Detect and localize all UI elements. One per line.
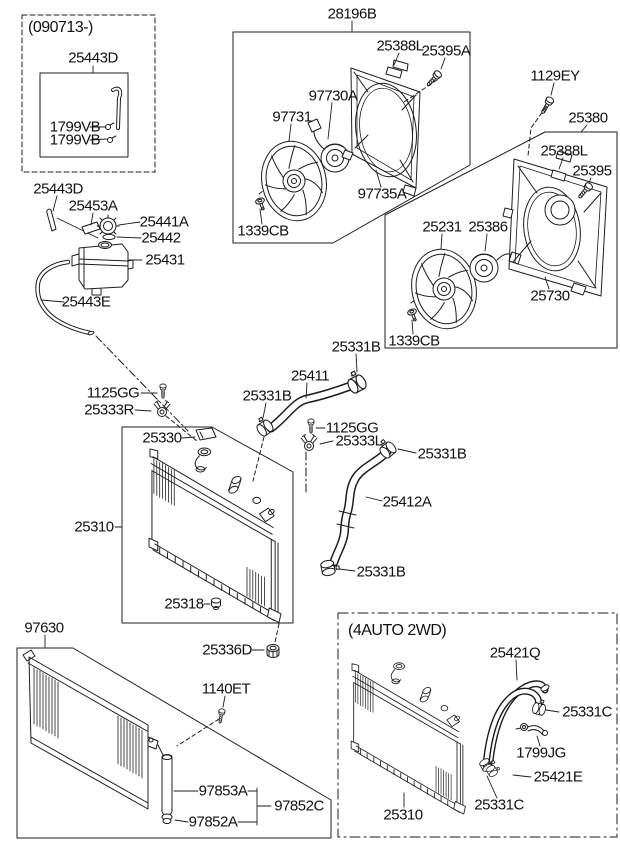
variant-note-4auto-2wd: (4AUTO 2WD) bbox=[348, 622, 447, 639]
lower-radiator-hose-icon bbox=[329, 447, 392, 567]
part-label-97731: 97731 bbox=[272, 108, 312, 126]
part-label-25333l: 25333L bbox=[335, 432, 383, 450]
part-label-25443e: 25443E bbox=[61, 293, 111, 311]
part-label-25380: 25380 bbox=[568, 109, 608, 127]
clip-25333l-icon bbox=[300, 434, 318, 451]
part-label-1799vb-2: 1799VB bbox=[49, 131, 101, 149]
part-label-25331c-bottom: 25331C bbox=[474, 796, 524, 814]
fan-motor-icon bbox=[307, 118, 350, 173]
part-label-28196b: 28196B bbox=[327, 5, 377, 23]
condenser-box bbox=[16, 647, 332, 839]
variant-note-090713: (090713-) bbox=[28, 19, 93, 36]
part-label-25331b-bottom: 25331B bbox=[356, 563, 406, 581]
part-label-25331b-right: 25331B bbox=[417, 445, 467, 463]
part-label-25318: 25318 bbox=[164, 595, 204, 613]
part-label-25310-4auto: 25310 bbox=[383, 806, 423, 824]
part-label-25388l-b: 25388L bbox=[540, 142, 588, 160]
part-label-1339cb-a: 1339CB bbox=[237, 222, 289, 240]
part-label-25395a: 25395A bbox=[421, 42, 471, 60]
part-label-1339cb-b: 1339CB bbox=[388, 332, 440, 350]
condenser-icon bbox=[22, 649, 173, 824]
part-label-1125gg-2: 1125GG bbox=[325, 419, 379, 437]
radiator-box bbox=[121, 426, 294, 624]
nut-25336d-icon bbox=[266, 644, 280, 658]
bolt-1129ey-icon bbox=[538, 95, 556, 116]
part-label-97853a: 97853A bbox=[198, 782, 248, 800]
part-label-97852c: 97852C bbox=[274, 797, 324, 815]
part-label-25411: 25411 bbox=[290, 367, 330, 385]
part-label-25386: 25386 bbox=[468, 218, 508, 236]
part-label-25412a: 25412A bbox=[382, 493, 432, 511]
bolt-1140et-icon bbox=[216, 707, 226, 725]
part-label-25730: 25730 bbox=[530, 287, 570, 305]
part-label-25441a: 25441A bbox=[139, 213, 189, 231]
cooling-fan-blade-2-icon bbox=[403, 242, 485, 336]
bolt-1125gg-1-icon bbox=[159, 383, 167, 399]
fan-shroud-icon bbox=[341, 59, 421, 197]
oil-cooler-sensor-icon bbox=[515, 723, 548, 736]
variant-4auto-box bbox=[337, 612, 618, 838]
fan-assembly-1-box bbox=[232, 31, 471, 244]
fan-shroud-2-icon bbox=[502, 150, 608, 297]
part-label-1140et: 1140ET bbox=[201, 680, 251, 698]
part-label-25431: 25431 bbox=[145, 251, 185, 269]
part-label-25336d: 25336D bbox=[202, 641, 252, 659]
part-label-25331c-right: 25331C bbox=[562, 703, 612, 721]
reservoir-tank-icon bbox=[35, 208, 134, 336]
part-label-97735a: 97735A bbox=[357, 185, 407, 203]
screw-1339cb-a-icon bbox=[254, 196, 268, 212]
part-label-25421e: 25421E bbox=[533, 768, 583, 786]
part-label-25453a: 25453A bbox=[68, 197, 118, 215]
part-label-1125gg-1: 1125GG bbox=[86, 384, 140, 402]
part-label-25330: 25330 bbox=[142, 429, 182, 447]
upper-radiator-hose-icon bbox=[266, 380, 358, 433]
oil-cooler-hoses-icon bbox=[482, 680, 550, 769]
part-label-25443d-b: 25443D bbox=[33, 180, 83, 198]
part-label-25331b-left: 25331B bbox=[242, 387, 292, 405]
bolt-25395-icon bbox=[575, 180, 595, 201]
construction-lines bbox=[95, 79, 547, 747]
radiator-cap-plate-icon bbox=[195, 427, 217, 441]
bolt-25395a-icon bbox=[424, 68, 444, 89]
clip-25333r-icon bbox=[153, 400, 171, 417]
cooling-fan-blade-icon bbox=[253, 134, 335, 228]
fan-assembly-2-box bbox=[384, 131, 618, 349]
part-label-25395: 25395 bbox=[572, 162, 612, 180]
part-label-1129ey: 1129EY bbox=[530, 67, 580, 85]
radiator-4auto-icon bbox=[350, 662, 466, 815]
plug-25318-icon bbox=[211, 597, 221, 610]
part-label-97852a: 97852A bbox=[188, 813, 238, 831]
part-label-25442: 25442 bbox=[141, 229, 181, 247]
part-label-97730a: 97730A bbox=[308, 87, 358, 105]
part-label-25333r: 25333R bbox=[84, 401, 134, 419]
clamp-25331b-left-icon bbox=[252, 414, 276, 439]
part-label-1799vb-1: 1799VB bbox=[49, 118, 101, 136]
part-label-1799jg: 1799JG bbox=[516, 744, 566, 762]
degas-hose-icon bbox=[105, 86, 123, 143]
part-label-25331b-top: 25331B bbox=[331, 338, 381, 356]
part-label-25231: 25231 bbox=[422, 218, 462, 236]
bolt-1125gg-2-icon bbox=[307, 418, 315, 434]
part-label-25443d-a: 25443D bbox=[68, 49, 118, 67]
fan-motor-2-icon bbox=[469, 251, 522, 283]
part-label-25310-main: 25310 bbox=[74, 518, 114, 536]
leader-lines bbox=[40, 20, 592, 826]
variant-090713-box bbox=[21, 14, 156, 173]
part-label-25388l-a: 25388L bbox=[376, 37, 424, 55]
part-label-97630: 97630 bbox=[24, 619, 64, 637]
part-label-25421q: 25421Q bbox=[489, 644, 541, 662]
